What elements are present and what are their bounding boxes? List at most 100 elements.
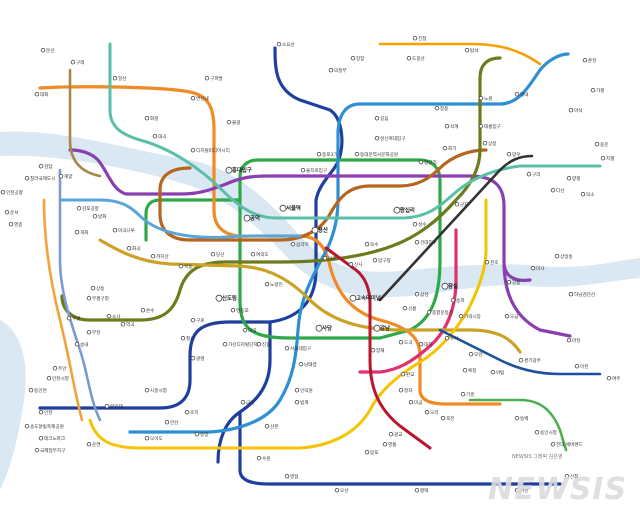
station-label-jukjeon[interactable]: 죽전 — [446, 415, 454, 422]
station-marker[interactable] — [34, 448, 40, 453]
station-marker[interactable] — [606, 376, 612, 381]
station-marker[interactable] — [38, 163, 44, 169]
station-label-sindorim[interactable]: 신도림 — [222, 294, 237, 302]
station-marker[interactable] — [426, 310, 432, 315]
station-marker[interactable] — [393, 206, 401, 214]
station-label-yeongdeungpo[interactable]: 영등포 — [236, 307, 249, 314]
station-marker[interactable] — [334, 488, 340, 493]
station-marker[interactable] — [462, 368, 468, 373]
station-marker[interactable] — [440, 416, 446, 421]
station-label-euljiro[interactable]: 을지로입구 — [306, 167, 327, 174]
station-label-incheon-airport[interactable]: 인천공항 — [6, 189, 24, 196]
station-label-cheongnyangni[interactable]: 청량리 — [424, 159, 437, 166]
station-marker[interactable] — [382, 442, 388, 447]
station-marker[interactable] — [264, 424, 270, 429]
station-label-yongsan[interactable]: 용산 — [318, 226, 328, 234]
station-marker[interactable] — [70, 60, 76, 65]
station-marker[interactable] — [34, 91, 40, 97]
station-label-choji[interactable]: 초지 — [190, 409, 198, 416]
station-marker[interactable] — [348, 262, 354, 267]
station-marker[interactable] — [434, 105, 440, 111]
station-marker[interactable] — [240, 400, 246, 405]
station-marker[interactable] — [441, 282, 449, 290]
station-marker[interactable] — [222, 342, 228, 347]
station-label-hwajeong[interactable]: 화정 — [150, 115, 158, 122]
station-label-cheongna[interactable]: 청라국제도시 — [30, 175, 55, 182]
station-marker[interactable] — [190, 147, 196, 153]
station-marker[interactable] — [106, 314, 112, 319]
station-label-ori[interactable]: 오리 — [430, 409, 438, 416]
station-marker[interactable] — [40, 48, 46, 53]
station-label-apgujeong[interactable]: 압구정 — [378, 257, 391, 264]
station-label-hoegi[interactable]: 회기 — [448, 145, 456, 152]
station-marker[interactable] — [530, 266, 536, 271]
station-marker[interactable] — [58, 173, 64, 179]
station-label-juan[interactable]: 주안 — [58, 365, 67, 372]
station-marker[interactable] — [311, 226, 319, 234]
station-marker[interactable] — [230, 308, 236, 313]
station-label-mangpo[interactable]: 망포 — [370, 449, 378, 456]
station-label-hwagok[interactable]: 화곡 — [132, 246, 140, 252]
station-label-mangu[interactable]: 망우 — [512, 151, 520, 158]
station-label-jungang[interactable]: 중앙 — [200, 431, 209, 438]
station-marker[interactable] — [294, 400, 300, 405]
station-label-tapseok[interactable]: 탑석 — [470, 47, 478, 54]
station-label-chuncheon[interactable]: 춘천 — [588, 57, 596, 64]
station-label-icheon[interactable]: 이천 — [580, 363, 588, 370]
station-label-sanbon[interactable]: 산본 — [270, 423, 278, 430]
station-label-daechi[interactable]: 대치 — [424, 341, 432, 348]
station-marker[interactable] — [444, 336, 450, 341]
station-marker[interactable] — [468, 352, 474, 357]
station-marker[interactable] — [364, 241, 370, 247]
station-label-bulgwang[interactable]: 불광 — [232, 119, 241, 126]
station-label-dobongsan[interactable]: 도봉산 — [412, 55, 425, 62]
station-marker[interactable] — [514, 416, 520, 421]
station-label-gapyeong[interactable]: 가평 — [596, 87, 604, 94]
station-label-gireum[interactable]: 길음 — [380, 115, 388, 122]
station-marker[interactable] — [24, 175, 30, 181]
station-label-macheon[interactable]: 마천 — [572, 337, 580, 344]
station-marker[interactable] — [144, 388, 150, 393]
station-marker[interactable] — [184, 410, 190, 415]
station-marker[interactable] — [38, 410, 44, 415]
station-label-noryangjin[interactable]: 노량진 — [270, 281, 283, 288]
station-label-osan[interactable]: 오산 — [340, 487, 349, 494]
station-marker[interactable] — [152, 133, 158, 139]
station-marker[interactable] — [566, 338, 572, 343]
station-label-dangsan[interactable]: 당산 — [216, 251, 225, 258]
station-label-dongbaek[interactable]: 동백 — [520, 415, 528, 422]
station-label-kkachisan[interactable]: 까치산 — [156, 253, 169, 260]
station-marker[interactable] — [112, 227, 118, 233]
station-marker[interactable] — [444, 123, 450, 129]
station-marker[interactable] — [250, 251, 256, 257]
station-marker[interactable] — [402, 306, 408, 311]
station-marker[interactable] — [190, 318, 196, 323]
station-label-oksu[interactable]: 옥수 — [370, 242, 378, 248]
station-label-samgakji[interactable]: 삼각지 — [296, 241, 309, 248]
station-label-yangpyeong[interactable]: 양평 — [572, 175, 580, 182]
station-marker[interactable] — [144, 436, 150, 441]
station-marker[interactable] — [74, 229, 80, 235]
station-marker[interactable] — [66, 316, 72, 321]
station-label-migeum[interactable]: 미금 — [414, 399, 422, 406]
station-label-starfield[interactable]: 별내 — [520, 91, 528, 98]
station-label-yangjae[interactable]: 양재 — [376, 347, 384, 354]
station-marker[interactable] — [454, 201, 460, 207]
station-marker[interactable] — [24, 424, 30, 429]
station-label-ogeum[interactable]: 오금 — [510, 314, 518, 320]
station-label-uijeongbu[interactable]: 의정부 — [334, 67, 347, 74]
station-marker[interactable] — [398, 340, 404, 345]
station-label-jinjeop[interactable]: 진접 — [418, 35, 426, 42]
station-marker[interactable] — [104, 404, 110, 409]
station-label-siheung[interactable]: 시흥시청 — [150, 387, 167, 394]
station-label-namtaeryeong[interactable]: 남태령 — [304, 361, 317, 368]
station-label-sosa[interactable]: 소사 — [112, 313, 121, 320]
station-marker[interactable] — [210, 251, 216, 257]
station-label-sungshin[interactable]: 성신여대입구 — [380, 135, 405, 142]
station-marker[interactable] — [566, 175, 572, 181]
station-label-yeoju[interactable]: 여주 — [612, 375, 620, 382]
station-label-gaehwa[interactable]: 개화 — [80, 229, 89, 236]
station-label-jeongja[interactable]: 정자 — [404, 387, 413, 394]
station-marker[interactable] — [450, 298, 456, 303]
station-marker[interactable] — [504, 314, 510, 319]
